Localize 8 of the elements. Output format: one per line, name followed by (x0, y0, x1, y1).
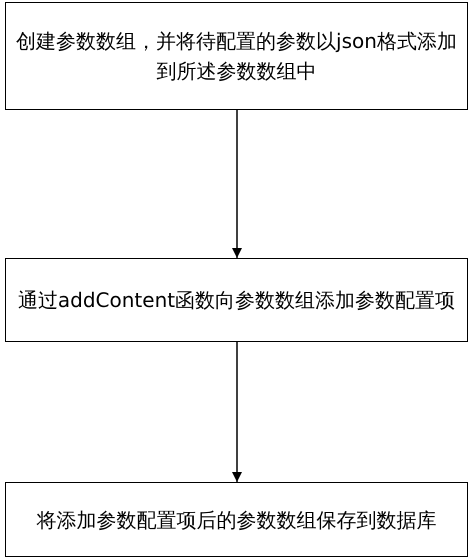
arrow (232, 342, 242, 482)
process-box (5, 482, 468, 557)
step-text: 将添加参数配置项后的参数数组保存到数据库 (36, 506, 436, 534)
step-text: 通过addContent函数向参数数组添加参数配置项 (18, 287, 456, 314)
step-text: 创建参数数组，并将待配置的参数以json格式添加到所述参数数组中 (16, 28, 457, 85)
process-box (5, 258, 468, 342)
process-box (5, 2, 468, 110)
arrow (232, 110, 242, 258)
